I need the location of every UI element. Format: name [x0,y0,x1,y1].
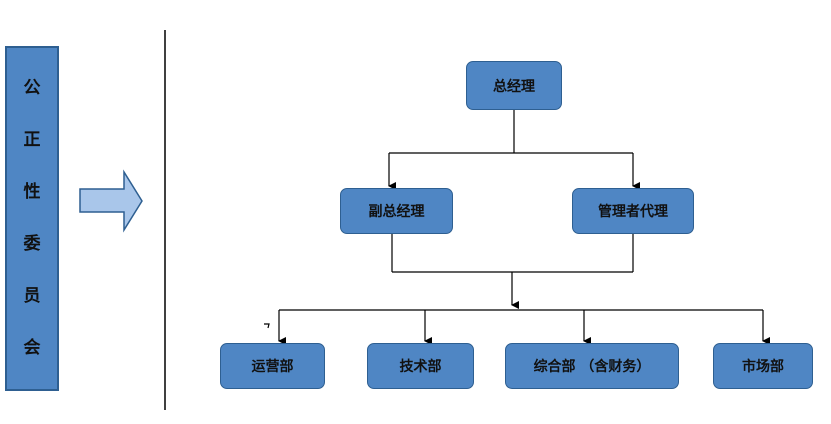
node-operations-dept: 运营部 [220,343,325,389]
node-general-manager: 总经理 [466,61,562,110]
sidebar-char-1: 公 [23,77,41,98]
right-block-arrow-icon [79,169,143,233]
sidebar-char-5: 员 [23,286,41,307]
fairness-committee-box: 公 正 性 委 员 会 [5,46,59,391]
node-general-affairs-dept: 综合部 （含财务） [505,343,679,389]
sidebar-char-6: 会 [23,338,41,359]
connector-deputies-to-departments [264,234,770,345]
sidebar-char-2: 正 [23,129,41,150]
sidebar-char-4: 委 [23,234,41,255]
node-marketing-dept: 市场部 [713,343,813,389]
sidebar-char-3: 性 [23,181,41,202]
node-management-proxy: 管理者代理 [572,188,694,234]
connector-ceo-to-deputies [388,110,640,190]
node-tech-dept: 技术部 [367,343,474,389]
node-deputy-general-manager: 副总经理 [340,188,453,234]
